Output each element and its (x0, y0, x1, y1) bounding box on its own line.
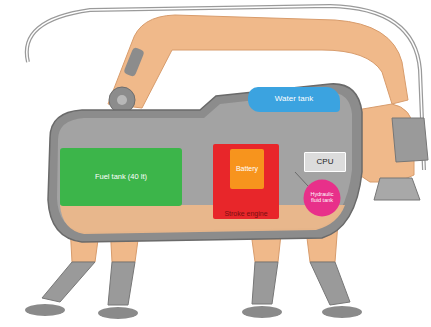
leg-shin (108, 262, 135, 305)
battery-box: Battery (230, 149, 264, 189)
leg-shin (42, 262, 95, 302)
leg-shin (310, 262, 350, 305)
arm-cylinder (123, 47, 145, 77)
shoulder-joint (109, 87, 135, 113)
tool-head (392, 118, 428, 162)
engine-box: Stroke engine Battery (213, 144, 279, 219)
foot (25, 304, 65, 316)
tank-box: Fuel tank (40 lt) (60, 148, 182, 206)
node-label: Battery (236, 165, 258, 172)
node-label: CPU (317, 158, 334, 166)
body-shell (48, 84, 362, 242)
tank-box: Water tank (248, 87, 340, 112)
node-label: Water tank (275, 95, 313, 103)
node-label: Hydraulic fluid tank (307, 192, 337, 204)
tool-nozzle (374, 178, 420, 200)
shoulder-pin (117, 95, 127, 105)
pipe (295, 172, 308, 186)
body-skirt (60, 205, 345, 234)
foot (98, 307, 138, 319)
foot (322, 306, 362, 318)
leg-shin (252, 262, 278, 304)
circle-fill (304, 180, 341, 217)
tank-circle: Hydraulic fluid tank (303, 179, 341, 217)
node-label: Stroke engine (224, 210, 267, 217)
foot (242, 306, 282, 318)
node-label: Fuel tank (40 lt) (95, 173, 147, 181)
cpu-box: CPU (304, 152, 346, 172)
